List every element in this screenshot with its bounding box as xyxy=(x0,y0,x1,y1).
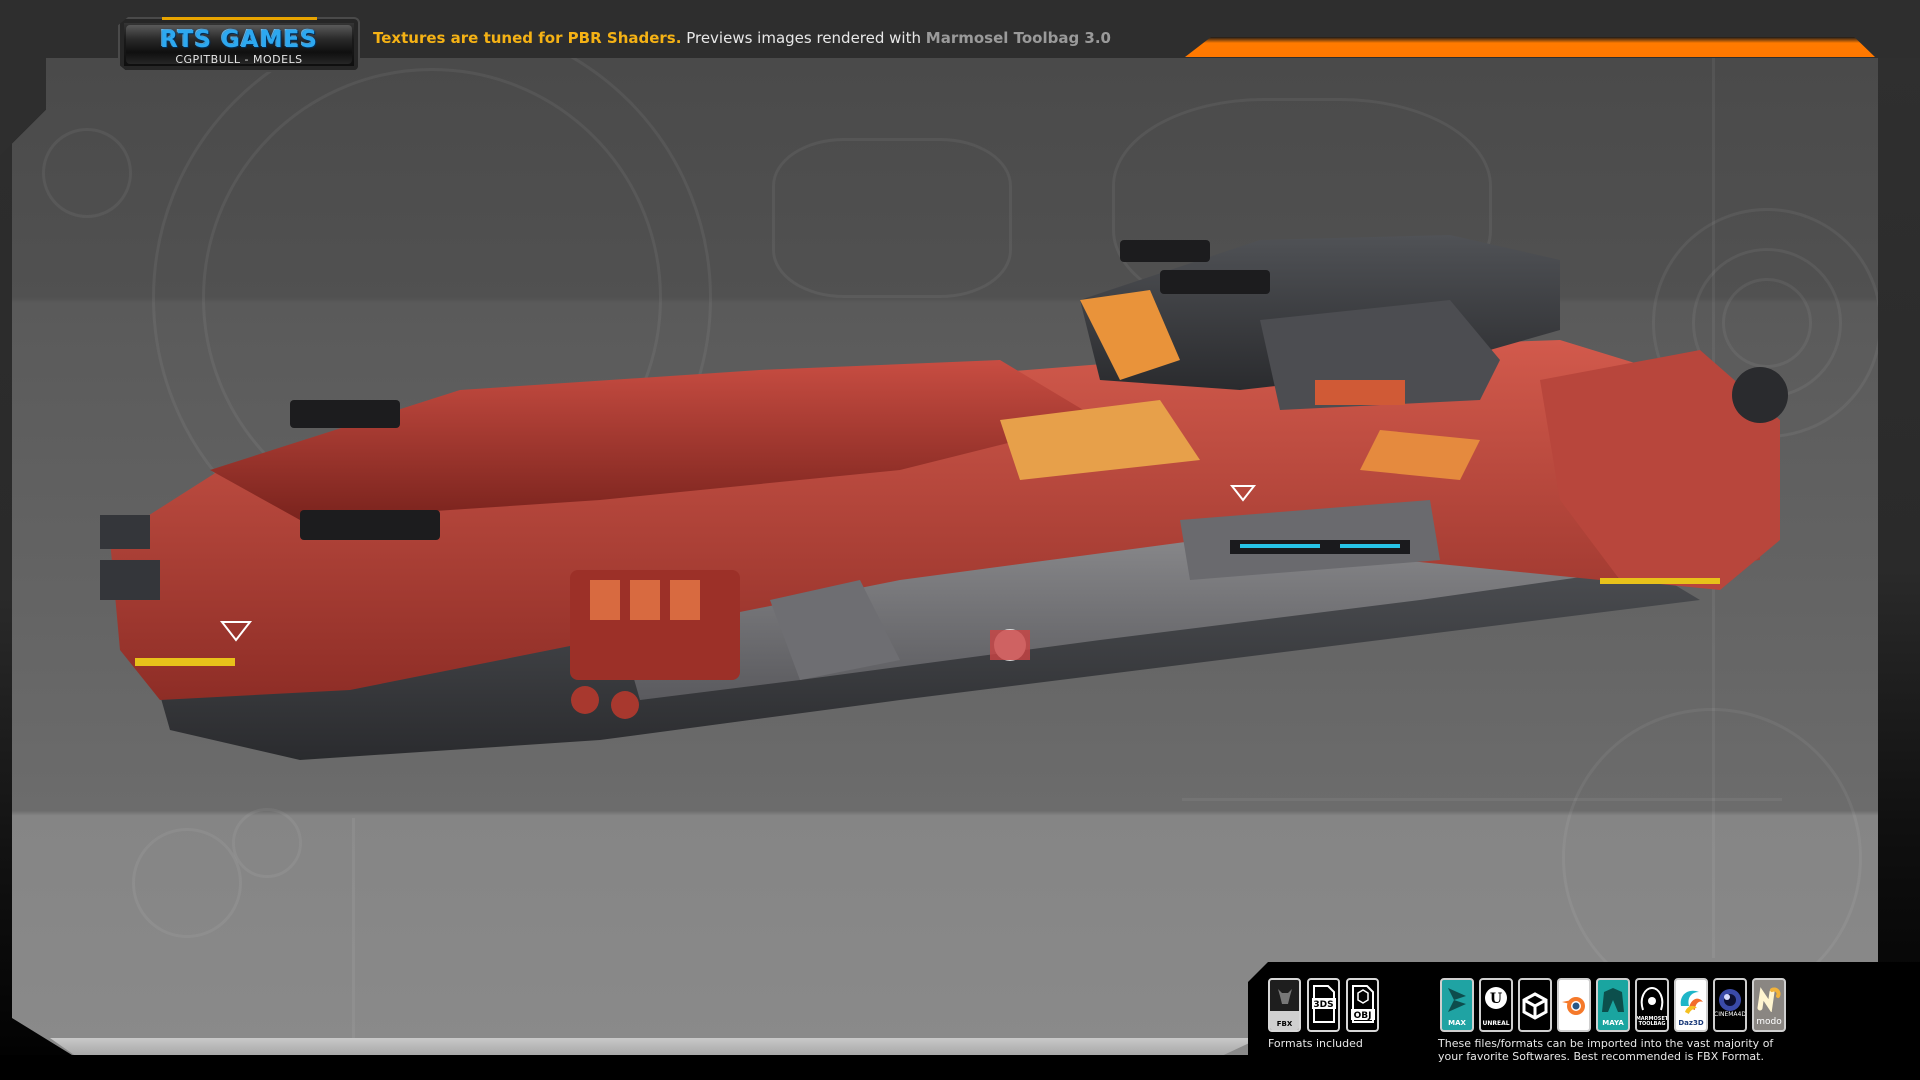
formats-caption: Formats included xyxy=(1268,1037,1363,1050)
unreal-glyph: U xyxy=(1481,986,1511,1010)
software-label: MAX xyxy=(1448,1019,1466,1027)
format-label: 3DS xyxy=(1313,1000,1334,1010)
daz3d-icon: Daz3D xyxy=(1674,978,1708,1032)
software-caption-line1: These files/formats can be imported into… xyxy=(1438,1037,1774,1050)
header-renderer: Marmosel Toolbag 3.0 xyxy=(925,29,1111,47)
frame-left-bevel xyxy=(0,58,46,208)
3ds-file-icon: 3DS xyxy=(1307,978,1340,1032)
blueprint-line xyxy=(352,818,355,1038)
rts-games-logo: RTS GAMES CGPITBULL - MODELS xyxy=(118,17,360,72)
blueprint-shape xyxy=(772,138,1012,298)
frame-bottom-strip xyxy=(50,1038,1260,1055)
fbx-label-band: FBX xyxy=(1270,1011,1299,1030)
3ds-max-icon: MAX xyxy=(1440,978,1474,1032)
blender-icon xyxy=(1557,978,1591,1032)
c4d-glyph xyxy=(1715,988,1745,1012)
software-label: MAYA xyxy=(1602,1019,1624,1027)
software-label: Daz3D xyxy=(1678,1019,1704,1027)
cinema4d-icon: CINEMA4D xyxy=(1713,978,1747,1032)
software-row: MAX U UNREAL MAYA MARMOSET TOOLBAG Daz3D… xyxy=(1440,978,1786,1032)
cube-glyph xyxy=(1348,984,1377,1024)
blueprint-shape xyxy=(1112,98,1492,318)
formats-row: FBX 3DS OBJ xyxy=(1268,978,1379,1032)
unity-glyph xyxy=(1520,992,1550,1020)
header-note: Textures are tuned for PBR Shaders. Prev… xyxy=(373,29,1111,47)
blueprint-circle xyxy=(202,68,662,528)
orange-accent-bar xyxy=(1185,37,1875,57)
software-label: UNREAL xyxy=(1482,1020,1510,1027)
max-glyph xyxy=(1442,986,1472,1014)
maya-icon: MAYA xyxy=(1596,978,1630,1032)
logo-subtitle: CGPITBULL - MODELS xyxy=(175,53,303,66)
format-label: FBX xyxy=(1276,1020,1293,1028)
unreal-engine-icon: U UNREAL xyxy=(1479,978,1513,1032)
file-glyph xyxy=(1309,984,1338,1024)
blueprint-circle xyxy=(42,128,132,218)
software-label: MARMOSET TOOLBAG xyxy=(1635,1016,1669,1027)
svg-text:U: U xyxy=(1490,991,1502,1007)
blueprint-circle xyxy=(232,808,302,878)
software-label: modo xyxy=(1756,1017,1782,1027)
header-highlight: Textures are tuned for PBR Shaders. xyxy=(373,29,682,47)
daz-glyph xyxy=(1676,986,1706,1016)
format-label: OBJ xyxy=(1353,1011,1372,1021)
bull-glyph xyxy=(1270,986,1299,1008)
blueprint-circle xyxy=(1722,278,1812,368)
header-normal: Previews images rendered with xyxy=(681,29,926,47)
software-caption-line2: your favorite Softwares. Best recommende… xyxy=(1438,1050,1764,1063)
unity-icon xyxy=(1518,978,1552,1032)
blueprint-line xyxy=(1182,798,1782,801)
maya-glyph xyxy=(1598,986,1628,1014)
marmoset-toolbag-icon: MARMOSET TOOLBAG xyxy=(1635,978,1669,1032)
marmoset-glyph xyxy=(1637,986,1667,1014)
blueprint-line xyxy=(1712,58,1715,958)
logo-plate xyxy=(126,25,352,64)
software-caption: These files/formats can be imported into… xyxy=(1438,1037,1773,1063)
logo-accent-bar xyxy=(162,17,317,20)
obj-file-icon: OBJ xyxy=(1346,978,1379,1032)
preview-panel xyxy=(12,58,1880,1055)
modo-glyph xyxy=(1754,986,1784,1012)
frame-right-wall xyxy=(1878,58,1920,1080)
modo-icon: modo xyxy=(1752,978,1786,1032)
blender-glyph xyxy=(1559,992,1589,1018)
software-label: CINEMA4D xyxy=(1714,1011,1746,1018)
fbx-file-icon: FBX xyxy=(1268,978,1301,1032)
logo-title: RTS GAMES xyxy=(160,27,318,53)
blueprint-circle xyxy=(132,828,242,938)
